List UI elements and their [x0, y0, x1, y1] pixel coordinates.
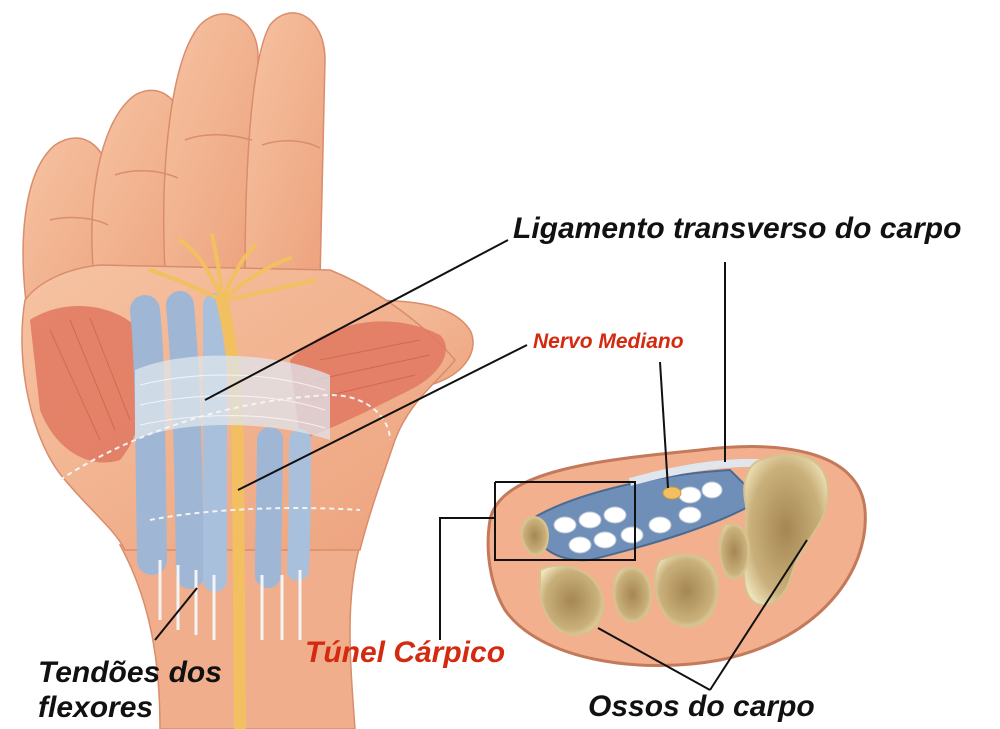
middle-finger	[164, 14, 258, 270]
ligament-label: Ligamento transverso do carpo	[513, 212, 961, 247]
flexor-tendons-label: Tendões dos flexores	[38, 656, 222, 725]
flexor-tendons-label-line2: flexores	[38, 691, 222, 726]
carpal-bones-label: Ossos do carpo	[588, 690, 815, 725]
flexor-tendons-label-line1: Tendões dos	[38, 656, 222, 691]
carpal-tunnel-label: Túnel Cárpico	[305, 636, 505, 671]
hand-illustration	[22, 13, 473, 729]
median-nerve-label: Nervo Mediano	[533, 330, 684, 354]
median-nerve-section	[663, 487, 681, 499]
wrist-cross-section	[488, 447, 865, 666]
tunnel-leader	[440, 518, 495, 640]
